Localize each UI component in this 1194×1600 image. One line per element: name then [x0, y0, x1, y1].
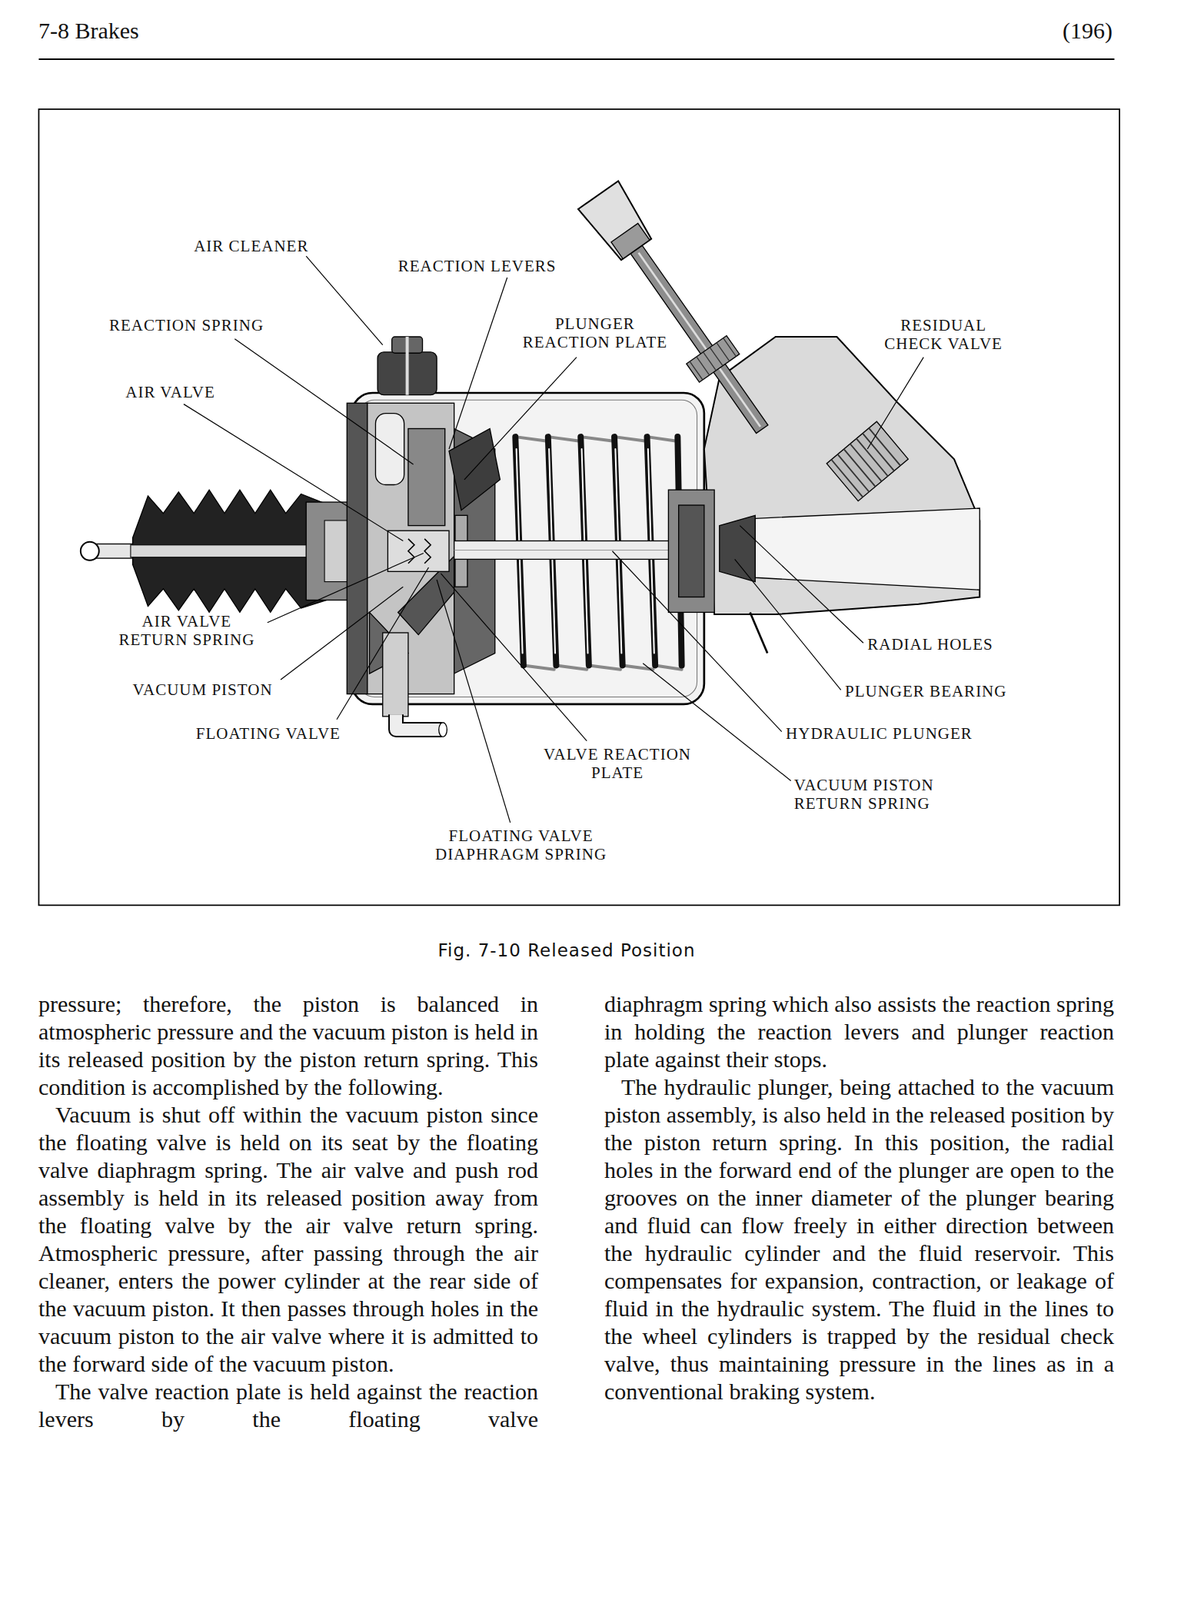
- page-number: (196): [1062, 16, 1113, 45]
- body-paragraph: diaphragm spring which also assists the …: [604, 990, 1115, 1074]
- text-column: diaphragm spring which also assists the …: [604, 990, 1115, 1406]
- part-label: REACTION LEVERS: [398, 256, 602, 276]
- part-label: VALVE REACTION PLATE: [530, 745, 705, 782]
- figure-frame: [38, 109, 1120, 905]
- body-paragraph: pressure; therefore, the piston is balan…: [38, 990, 539, 1101]
- part-label: PLUNGER REACTION PLATE: [514, 314, 676, 352]
- part-label: RADIAL HOLES: [867, 635, 1042, 654]
- part-label: VACUUM PISTON RETURN SPRING: [794, 775, 958, 813]
- figure-caption: Fig. 7-10 Released Position: [335, 939, 798, 962]
- body-paragraph: The valve reaction plate is held against…: [38, 1377, 539, 1434]
- part-label: REACTION SPRING: [109, 315, 313, 335]
- booster-drawing: [80, 180, 980, 737]
- part-label: FLOATING VALVE DIAPHRAGM SPRING: [426, 826, 616, 864]
- page-header: 7-8 Brakes: [38, 16, 140, 45]
- part-label: RESIDUAL CHECK VALVE: [875, 315, 1012, 353]
- part-label: AIR VALVE RETURN SPRING: [109, 611, 263, 649]
- part-label: FLOATING VALVE: [196, 724, 380, 743]
- part-label: HYDRAULIC PLUNGER: [785, 724, 1016, 743]
- part-label: VACUUM PISTON: [133, 680, 312, 699]
- part-label: AIR VALVE: [125, 382, 259, 402]
- body-paragraph: The hydraulic plunger, being attached to…: [604, 1073, 1115, 1406]
- text-column: pressure; therefore, the piston is balan…: [38, 990, 539, 1434]
- part-label: AIR CLEANER: [193, 236, 357, 256]
- header-rule: [38, 58, 1115, 60]
- body-paragraph: Vacuum is shut off within the vacuum pis…: [38, 1100, 539, 1378]
- part-label: PLUNGER BEARING: [844, 681, 1055, 701]
